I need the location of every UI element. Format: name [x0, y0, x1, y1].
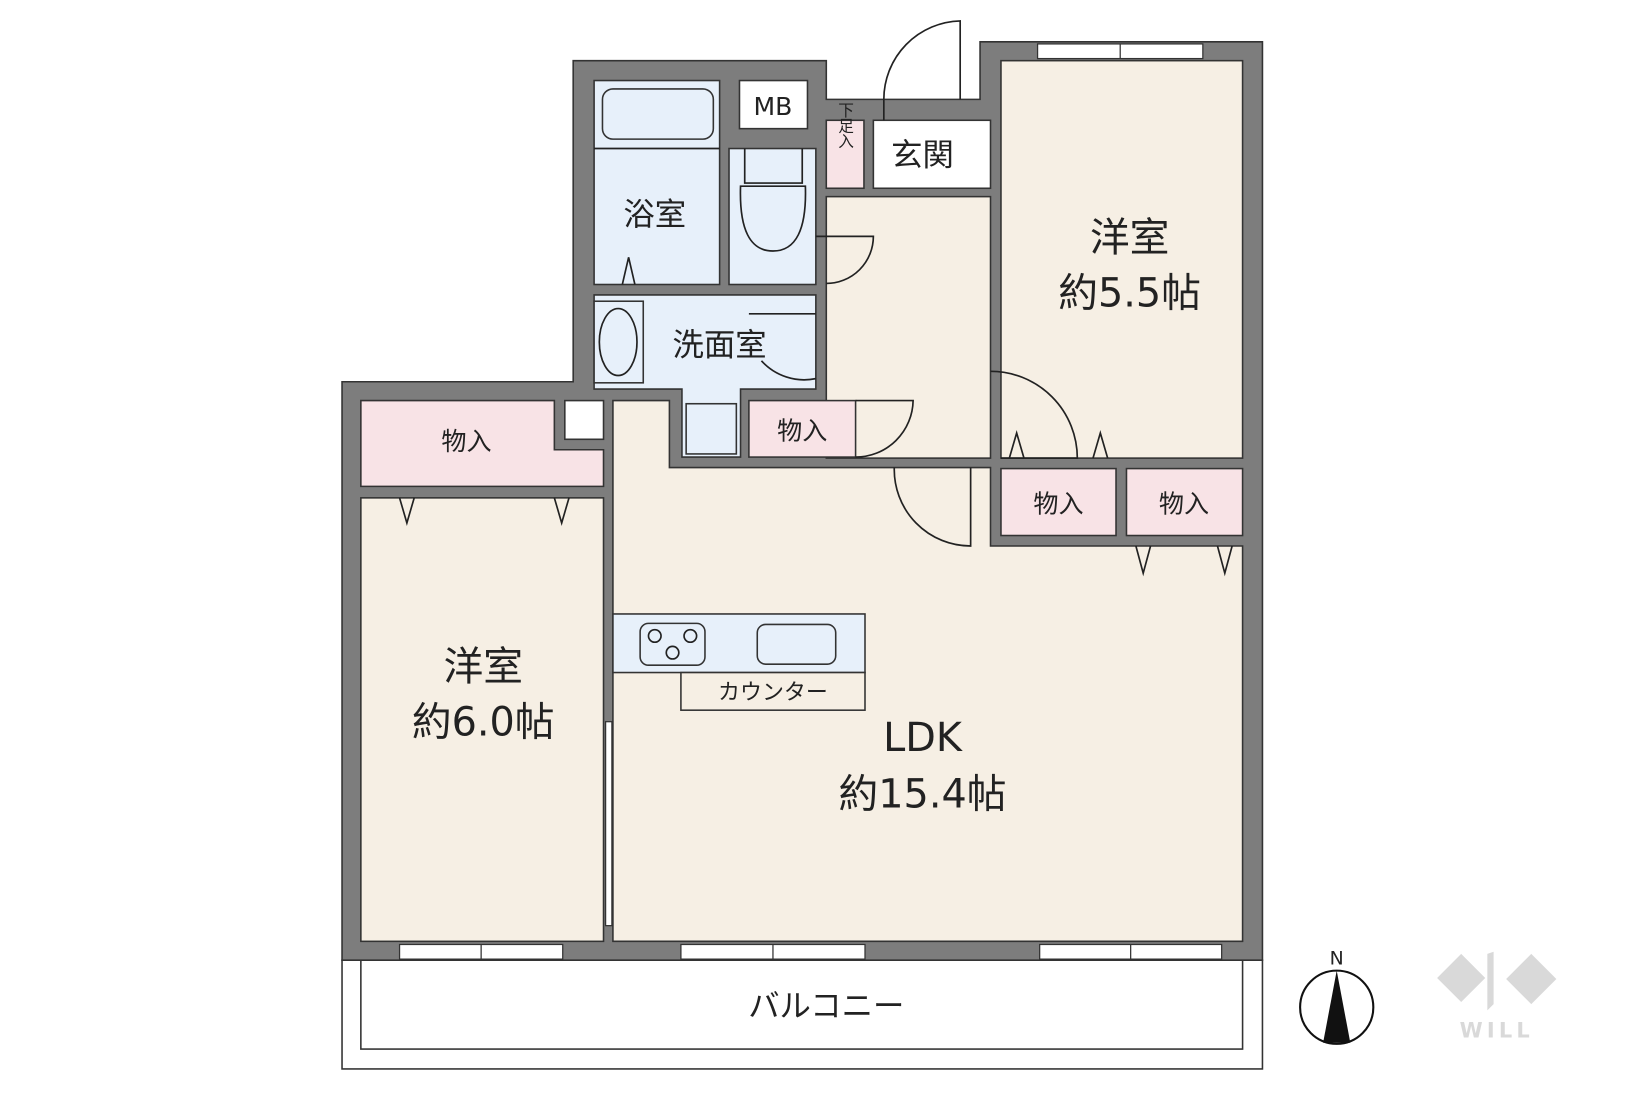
ldk: LDK 約15.4帖	[612, 399, 1244, 943]
storage-right-2-label: 物入	[1159, 490, 1209, 519]
meter-box: MB	[738, 79, 809, 130]
entrance-label: 玄関	[891, 137, 954, 173]
bathroom-label: 浴室	[623, 197, 686, 233]
western-room-2: 洋室 約5.5帖	[1000, 59, 1244, 459]
counter-label: カウンター	[718, 681, 828, 706]
balcony-label: バルコニー	[748, 989, 904, 1025]
kitchen-counter: カウンター	[612, 613, 866, 711]
kitchen-sink-icon	[756, 623, 837, 665]
storage-right-1: 物入	[1000, 467, 1117, 537]
storage-right-1-label: 物入	[1033, 490, 1083, 519]
western-room-1-size: 約6.0帖	[412, 699, 555, 745]
shoe-closet: 下足入	[825, 102, 865, 190]
stove-icon	[639, 622, 706, 666]
windows	[398, 43, 1223, 960]
shoe-closet-label: 下足入	[836, 102, 855, 149]
western-room-2-size: 約5.5帖	[1058, 270, 1201, 316]
meter-box-label: MB	[754, 92, 793, 121]
washroom: 洗面室	[593, 294, 817, 458]
toilet	[728, 147, 817, 286]
logo-text: WILL	[1460, 1019, 1534, 1043]
western-room-1: 洋室 約6.0帖	[360, 497, 605, 943]
bathroom: 浴室	[593, 79, 721, 286]
western-room-2-name: 洋室	[1090, 215, 1169, 261]
compass-icon: N	[1299, 948, 1375, 1045]
western-room-1-name: 洋室	[443, 644, 522, 690]
sink-icon	[598, 307, 638, 377]
balcony: バルコニー	[341, 959, 1264, 1070]
storage-mid: 物入	[748, 399, 857, 458]
compass-label: N	[1330, 948, 1344, 969]
ldk-size: 約15.4帖	[839, 771, 1007, 817]
washroom-label: 洗面室	[673, 328, 767, 364]
ldk-name: LDK	[883, 715, 963, 761]
doors	[398, 20, 1233, 577]
storage-left: 物入	[360, 399, 605, 488]
storage-mid-label: 物入	[777, 416, 827, 445]
will-logo: WILL	[1437, 951, 1557, 1043]
toilet-icon	[739, 148, 807, 252]
entrance: 玄関	[872, 119, 992, 190]
storage-right-2: 物入	[1125, 467, 1244, 537]
storage-left-label: 物入	[441, 427, 491, 456]
bathtub-icon	[601, 88, 715, 140]
